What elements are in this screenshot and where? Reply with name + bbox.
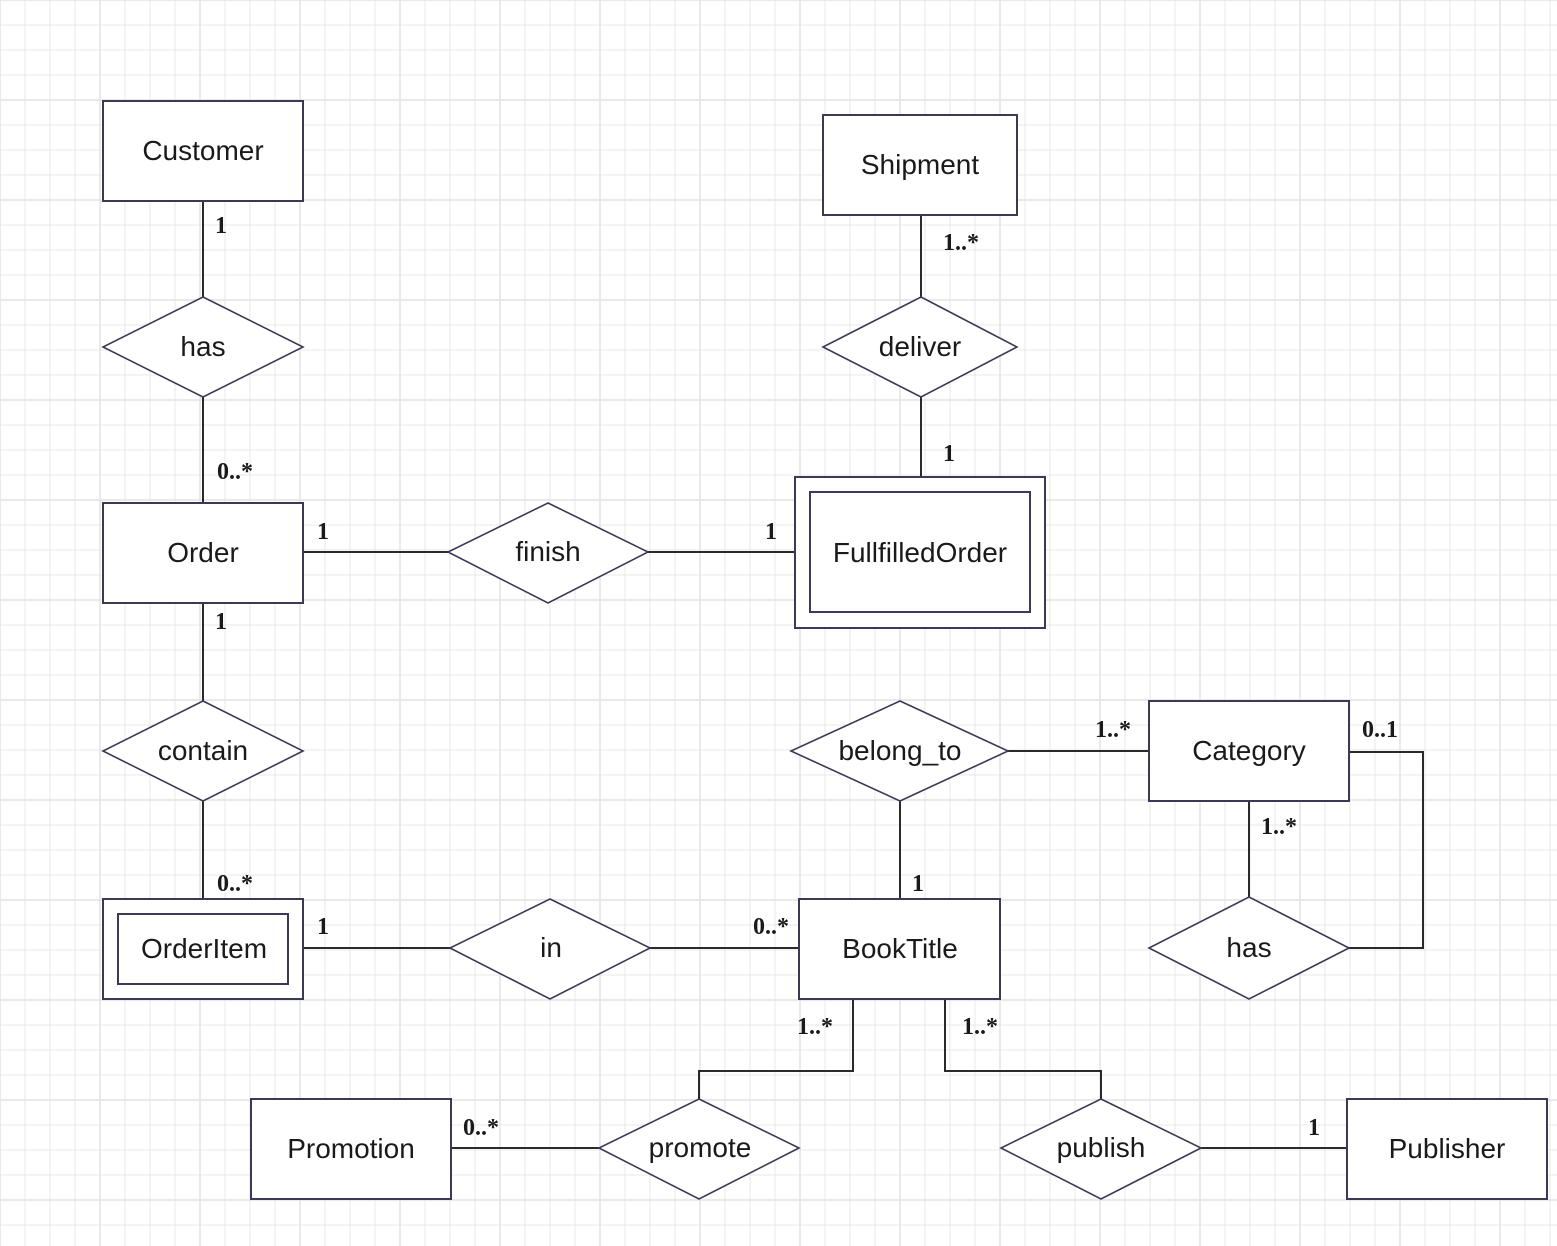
entity-label: FullfilledOrder bbox=[833, 537, 1007, 568]
relationship-label: has bbox=[180, 331, 225, 362]
weak-entity-outer-box bbox=[102, 898, 304, 1000]
line-booktitle-promote bbox=[698, 999, 854, 1099]
relationship-label: belong_to bbox=[838, 735, 961, 766]
entity-publisher[interactable]: Publisher bbox=[1346, 1098, 1548, 1200]
weak-entity-inner-box bbox=[809, 491, 1031, 613]
cardinality-label: 0..* bbox=[217, 459, 253, 485]
entity-label: Order bbox=[167, 537, 239, 568]
relationship-deliver[interactable]: deliver bbox=[821, 296, 1019, 398]
cardinality-label: 1..* bbox=[797, 1014, 833, 1040]
relationship-label: has bbox=[1226, 932, 1271, 963]
entity-label: BookTitle bbox=[842, 933, 958, 964]
line-category-self bbox=[1349, 751, 1424, 949]
entity-order[interactable]: Order bbox=[102, 502, 304, 604]
weak-entity-order-item[interactable]: OrderItem bbox=[102, 898, 304, 1000]
line-booktitle-publish bbox=[944, 999, 1102, 1099]
relationship-finish[interactable]: finish bbox=[446, 502, 650, 604]
relationship-publish[interactable]: publish bbox=[999, 1098, 1203, 1200]
cardinality-label: 0..* bbox=[463, 1115, 499, 1141]
relationship-in[interactable]: in bbox=[448, 898, 652, 1000]
relationship-diamond bbox=[446, 502, 650, 604]
entity-label: Shipment bbox=[861, 149, 980, 180]
entity-book-title[interactable]: BookTitle bbox=[798, 898, 1001, 1000]
entity-box bbox=[822, 114, 1018, 216]
entity-box bbox=[102, 502, 304, 604]
relationship-promote[interactable]: promote bbox=[597, 1098, 801, 1200]
relationship-diamond bbox=[597, 1098, 801, 1200]
cardinality-label: 1..* bbox=[962, 1014, 998, 1040]
relationship-diamond bbox=[821, 296, 1019, 398]
cardinality-label: 1 bbox=[1308, 1115, 1320, 1141]
cardinality-label: 0..* bbox=[217, 871, 253, 897]
cardinality-label: 0..* bbox=[753, 914, 789, 940]
entity-box bbox=[102, 100, 304, 202]
entity-box bbox=[1148, 700, 1350, 802]
weak-entity-outer-box bbox=[794, 476, 1046, 629]
relationship-diamond bbox=[999, 1098, 1203, 1200]
cardinality-label: 1 bbox=[215, 609, 227, 635]
relationship-diamond bbox=[448, 898, 652, 1000]
entity-label: Customer bbox=[142, 135, 263, 166]
relationship-label: promote bbox=[649, 1132, 752, 1163]
cardinality-label: 1 bbox=[215, 213, 227, 239]
relationship-label: publish bbox=[1057, 1132, 1146, 1163]
entity-box bbox=[250, 1098, 452, 1200]
cardinality-label: 1 bbox=[317, 519, 329, 545]
entity-box bbox=[798, 898, 1001, 1000]
cardinality-labels: 1 0..* 1..* 1 1 1 1 0..* 1 0..* 1..* 1 0… bbox=[215, 213, 1398, 1141]
relationship-label: contain bbox=[158, 735, 248, 766]
entity-promotion[interactable]: Promotion bbox=[250, 1098, 452, 1200]
cardinality-label: 1..* bbox=[1095, 717, 1131, 743]
relationship-label: in bbox=[540, 932, 562, 963]
weak-entity-fulfilled-order[interactable]: FullfilledOrder bbox=[794, 476, 1046, 629]
cardinality-label: 1..* bbox=[943, 230, 979, 256]
entity-customer[interactable]: Customer bbox=[102, 100, 304, 202]
entity-category[interactable]: Category bbox=[1148, 700, 1350, 802]
relationship-diamond bbox=[789, 700, 1010, 802]
connectors bbox=[202, 201, 1424, 1149]
entity-shipment[interactable]: Shipment bbox=[822, 114, 1018, 216]
relationship-diamond bbox=[101, 296, 305, 398]
cardinality-label: 1 bbox=[317, 914, 329, 940]
entity-box bbox=[1346, 1098, 1548, 1200]
entity-label: Category bbox=[1192, 735, 1306, 766]
relationship-diamond bbox=[1147, 896, 1351, 1000]
relationship-customer-has[interactable]: has bbox=[101, 296, 305, 398]
entity-label: Promotion bbox=[287, 1133, 415, 1164]
entity-label: Publisher bbox=[1389, 1133, 1506, 1164]
relationship-label: deliver bbox=[879, 331, 961, 362]
cardinality-label: 1 bbox=[912, 871, 924, 897]
cardinality-label: 1 bbox=[765, 519, 777, 545]
relationship-belong-to[interactable]: belong_to bbox=[789, 700, 1010, 802]
weak-entity-inner-box bbox=[117, 913, 289, 985]
relationship-label: finish bbox=[515, 536, 580, 567]
relationship-contain[interactable]: contain bbox=[101, 700, 305, 802]
cardinality-label: 1..* bbox=[1261, 814, 1297, 840]
cardinality-label: 1 bbox=[943, 441, 955, 467]
entity-label: OrderItem bbox=[141, 933, 267, 964]
relationship-category-has[interactable]: has bbox=[1147, 896, 1351, 1000]
relationship-diamond bbox=[101, 700, 305, 802]
cardinality-label: 0..1 bbox=[1362, 717, 1398, 743]
